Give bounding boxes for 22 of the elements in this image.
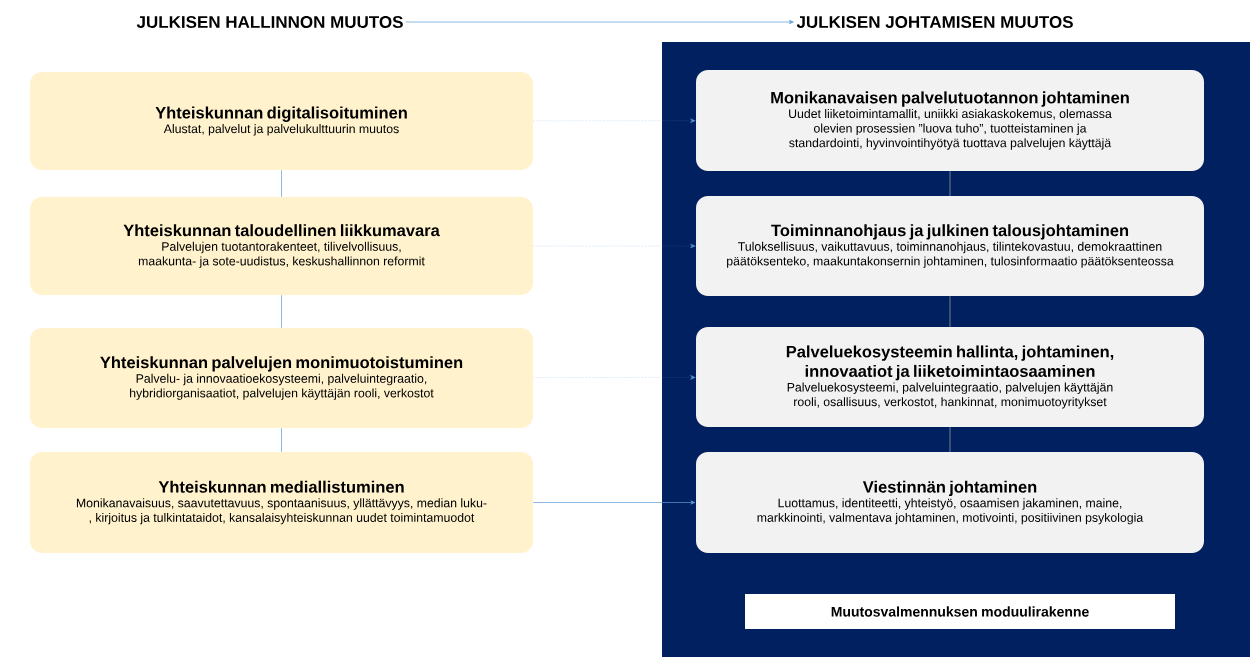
management-box: Toiminnanohjaus ja julkinen talousjohtaminen Tuloksellisuus, vaikuttavuus, toiminnanohjaus, tilintekovastuu, demokraattinen päätöksenteko, maakuntakonsernin johtaminen, tulosinformaatio päätöksenteossa — [696, 196, 1204, 296]
change-box: Yhteiskunnan mediallistuminen Monikanavaisuus, saavutettavuus, spontaanisuus, yllättävyys, median luku-, kirjoitus ja tulkintataidot, kansalaisyhteiskunnan uudet toimintamuodot — [30, 452, 533, 553]
section-heading: JULKISEN JOHTAMISEN MUUTOS — [796, 16, 1073, 29]
connector-line — [281, 427, 282, 453]
arrow — [533, 375, 696, 380]
management-box: Viestinnän johtaminen Luottamus, identiteetti, yhteistyö, osaamisen jakaminen, maine, markkinointi, valmentava johtaminen, motivointi, positiivinen psykologia — [696, 452, 1204, 553]
change-box: Yhteiskunnan digitalisoituminen Alustat, palvelut ja palvelukulttuurin muutos — [30, 72, 533, 170]
management-box: Palveluekosysteemin hallinta, johtaminen, innovaatiot ja liiketoimintaosaaminen Palveluekosysteemi, palveluintegraatio, palvelujen käyttäjän rooli, osallisuus, verkostot, hankinnat, monimuotoyritykset — [696, 327, 1204, 427]
change-box: Yhteiskunnan palvelujen monimuotoistuminen Palvelu- ja innovaatioekosysteemi, palveluintegraatio, hybridiorganisaatiot, palvelujen käyttäjän rooli, verkostot — [30, 328, 533, 428]
connector-line — [281, 169, 282, 198]
connector-line — [949, 295, 951, 328]
change-box: Yhteiskunnan taloudellinen liikkumavara Palvelujen tuotantorakenteet, tilivelvollisuus, maakunta- ja sote-uudistus, keskushallinnon reformit — [30, 197, 533, 295]
section-heading: JULKISEN HALLINNON MUUTOS — [136, 16, 403, 29]
connector-line — [949, 170, 951, 197]
arrow — [533, 118, 696, 123]
arrow — [533, 243, 696, 249]
arrow — [405, 19, 794, 25]
connector-line — [949, 426, 951, 453]
caption-box: Muutosvalmennuksen moduulirakenne — [745, 594, 1175, 629]
connector-line — [281, 294, 282, 329]
arrow — [532, 500, 696, 505]
management-box: Monikanavaisen palvelutuotannon johtaminen Uudet liiketoimintamallit, uniikki asiakaskokemus, olemassa olevien prosessien ”luova tuho”, tuotteistaminen ja standardointi, hyvinvointihyötyä tuottava palvelujen käyttäjä — [696, 70, 1204, 171]
